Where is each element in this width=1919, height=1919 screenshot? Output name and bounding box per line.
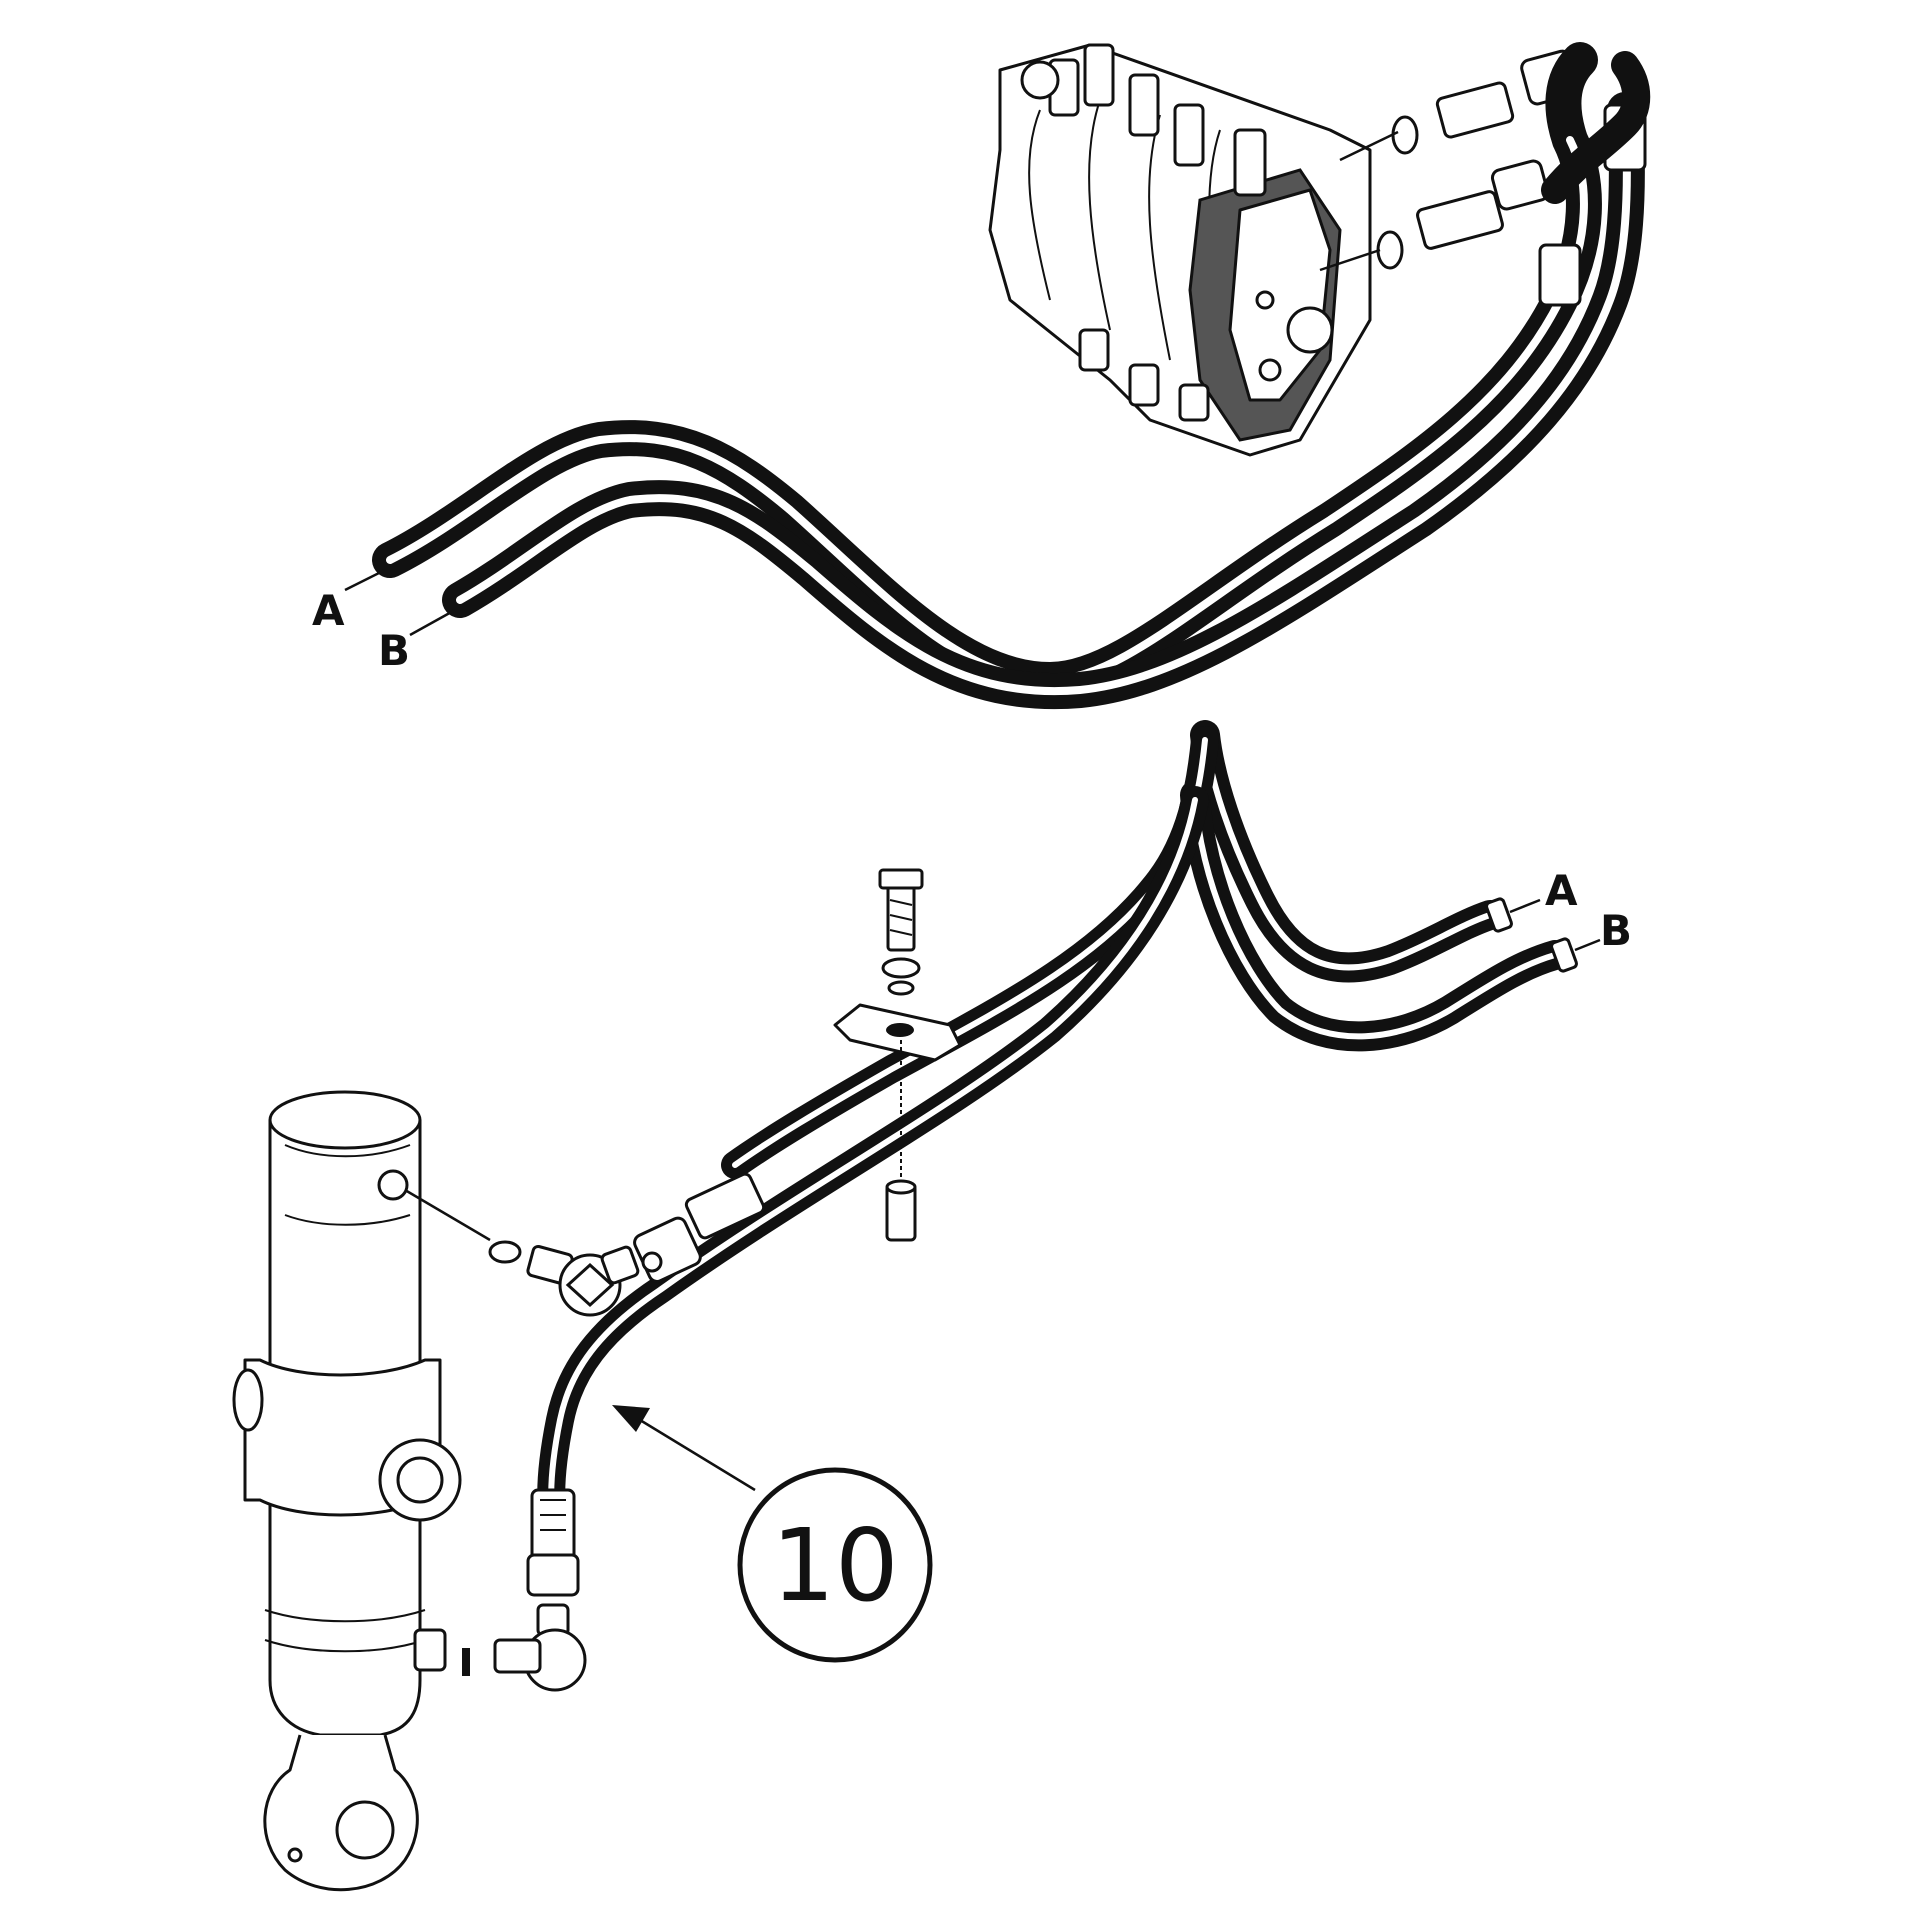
valve-fittings bbox=[1319, 49, 1580, 272]
lower-hose-b bbox=[1180, 780, 1570, 1052]
hose-end-lower-a bbox=[1485, 897, 1513, 933]
upper-label-b: B bbox=[378, 626, 410, 675]
upper-hose-b bbox=[442, 92, 1645, 710]
hydraulic-cylinder bbox=[232, 1090, 462, 1892]
upper-label-a-group: A bbox=[312, 568, 386, 635]
callout-circle bbox=[737, 1467, 933, 1663]
cylinder-lower-fittings bbox=[462, 1488, 587, 1692]
callout-10: 10 bbox=[612, 1405, 933, 1663]
callout-number: 10 bbox=[771, 1507, 898, 1624]
cylinder-upper-fittings bbox=[404, 1172, 766, 1317]
lower-hose-a bbox=[1190, 720, 1505, 983]
lower-label-a: A bbox=[1545, 866, 1578, 915]
lower-label-b-group: B bbox=[1574, 906, 1632, 955]
upper-label-a: A bbox=[312, 586, 345, 635]
hose-crimp-upper-a bbox=[1538, 243, 1582, 307]
lower-label-b: B bbox=[1600, 906, 1632, 955]
upper-label-b-group: B bbox=[378, 608, 456, 675]
lower-label-a-group: A bbox=[1509, 866, 1578, 915]
hose-clamp-assembly bbox=[833, 868, 962, 1242]
hose-end-lower-b bbox=[1550, 937, 1578, 973]
control-valve-block bbox=[988, 43, 1372, 457]
lower-hose-to-cylinder-lower bbox=[537, 786, 1209, 1524]
